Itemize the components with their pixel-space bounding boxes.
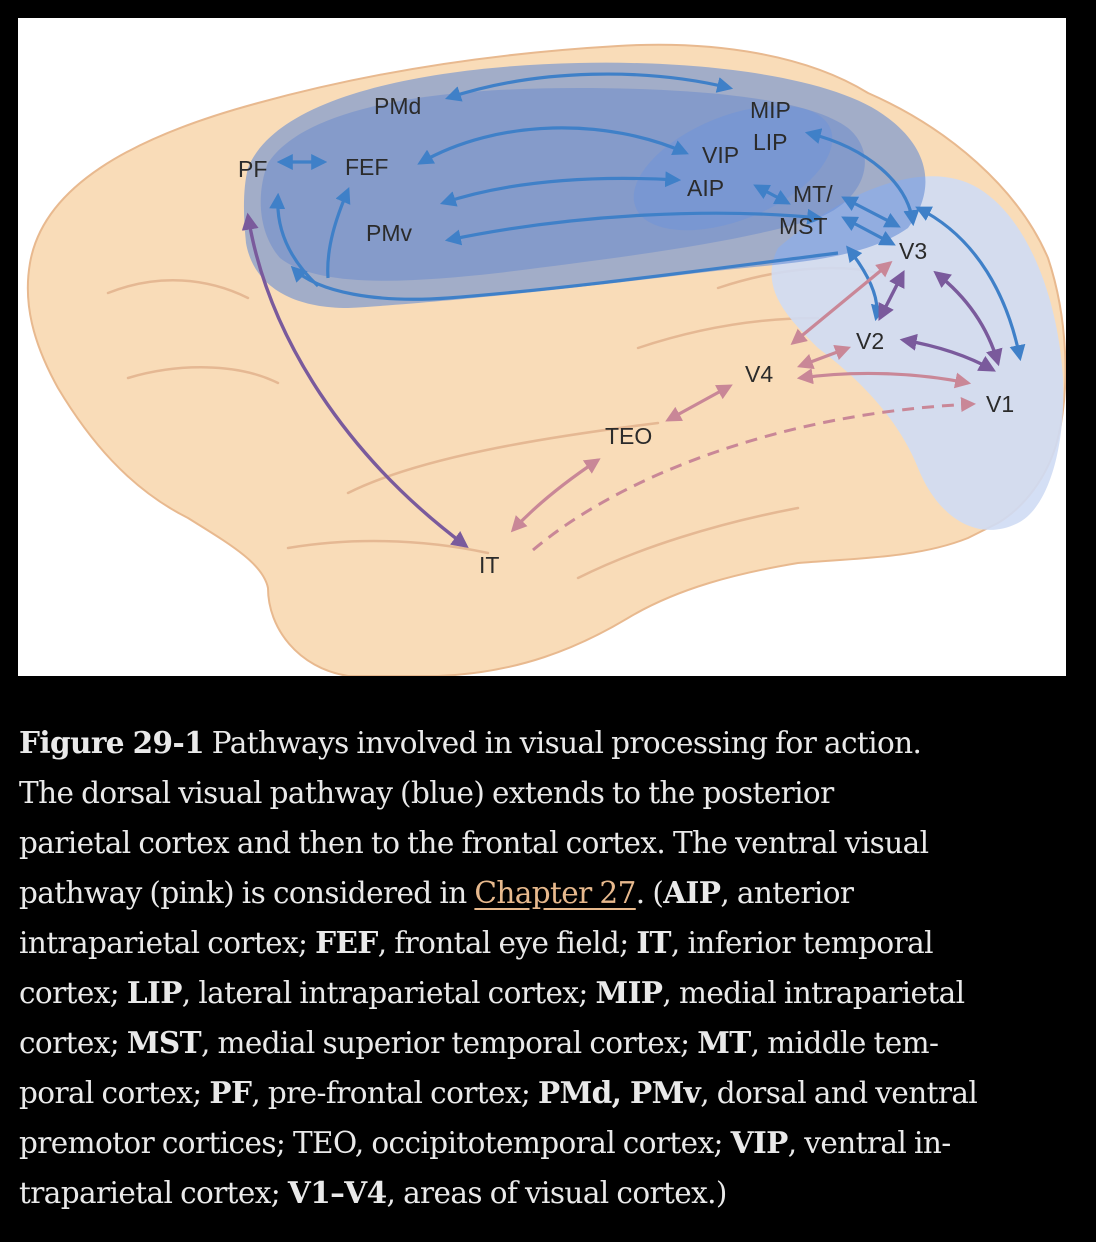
caption-line-2: The dorsal visual pathway (blue) extends… [19, 776, 834, 810]
label-v3: V3 [899, 238, 927, 264]
chapter-link[interactable]: Chapter 27 [474, 876, 636, 910]
label-mip: MIP [750, 97, 791, 123]
arrow-v3-v1-purple [933, 270, 1003, 367]
arrow-v4-v1 [796, 368, 972, 389]
arrow-pf-it [241, 212, 469, 549]
label-lip: LIP [753, 129, 788, 155]
label-pmv: PMv [366, 220, 413, 246]
label-v1: V1 [986, 391, 1014, 417]
caption-line-4: pathway (pink) is considered in Chapter … [19, 875, 854, 910]
arrow-aip-mt [753, 184, 791, 205]
arrow-it-v1-dashed [532, 397, 976, 552]
label-teo: TEO [605, 423, 652, 449]
label-vip: VIP [702, 142, 739, 168]
arrow-v2-v3 [878, 269, 905, 322]
label-fef: FEF [345, 154, 388, 180]
arrow-v4-v2 [797, 345, 851, 369]
caption-line-7: cortex; MST, medial superior temporal co… [19, 1025, 939, 1060]
figure-number: Figure 29-1 [19, 725, 205, 760]
arrow-mst-v3 [841, 216, 896, 246]
arrow-pmd-mip [444, 72, 734, 102]
label-v2: V2 [856, 328, 884, 354]
figure-caption: Figure 29-1 Pathways involved in visual … [19, 718, 1081, 1218]
label-mt: MT/ [793, 181, 833, 207]
arrow-pmv-mst [444, 208, 824, 246]
caption-line-5: intraparietal cortex; FEF, frontal eye f… [19, 925, 934, 960]
cross-arrows [241, 212, 1003, 549]
arrow-teo-v4 [665, 384, 733, 422]
ventral-dashed-arrow [532, 397, 976, 552]
figure-panel: PMd MIP PF FEF VIP LIP AIP MT/ MST PMv V… [18, 18, 1066, 676]
label-it: IT [479, 552, 499, 578]
caption-line-9: premotor cortices; TEO, occipitotemporal… [19, 1125, 951, 1160]
arrow-fef-vip [417, 126, 689, 165]
caption-line-1: Figure 29-1 Pathways involved in visual … [19, 725, 922, 760]
arrow-pmv-aip [439, 171, 682, 207]
arrow-it-teo [510, 458, 601, 533]
ventral-arrows [510, 260, 972, 533]
arrow-v4-v3 [790, 260, 893, 346]
caption-line-3: parietal cortex and then to the frontal … [19, 826, 929, 860]
caption-line-8: poral cortex; PF, pre-frontal cortex; PM… [19, 1075, 978, 1110]
brain-pathway-diagram: PMd MIP PF FEF VIP LIP AIP MT/ MST PMv V… [26, 43, 1066, 676]
caption-line-10: traparietal cortex; V1–V4, areas of visu… [19, 1175, 727, 1210]
label-mst: MST [779, 213, 828, 239]
label-v4: V4 [745, 361, 773, 387]
label-pmd: PMd [374, 93, 421, 119]
label-pf: PF [238, 156, 267, 182]
arrow-lip-v3 [804, 128, 920, 227]
caption-line-6: cortex; LIP, lateral intraparietal corte… [19, 975, 965, 1010]
label-aip: AIP [687, 175, 724, 201]
